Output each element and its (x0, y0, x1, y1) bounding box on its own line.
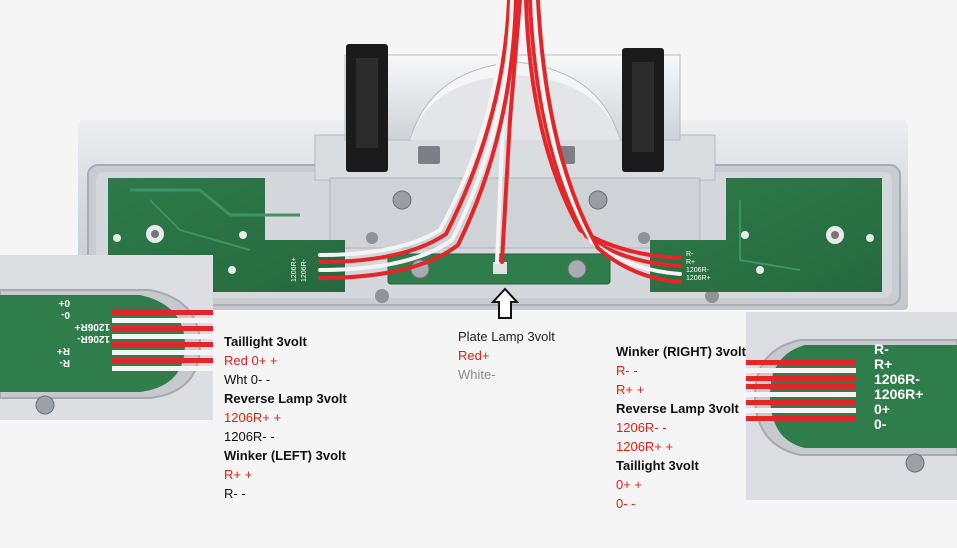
left-taillight-positive: Red 0+ + (224, 353, 278, 368)
plate-lamp-positive: Red+ (458, 348, 490, 363)
plate-lamp-negative: White- (458, 367, 496, 382)
right-pad-label: 1206R- (874, 371, 920, 387)
right-taillight-positive: 0+ + (616, 477, 643, 492)
right-reverse-title: Reverse Lamp 3volt (616, 401, 739, 416)
right-winker-negative: R- - (616, 363, 638, 378)
right-pad-label: R+ (874, 356, 892, 372)
up-arrow-icon (490, 287, 520, 319)
left-pad-label: 0- (61, 309, 70, 320)
left-inset-silkscreen: 0+ 0- 1206R+ 1206R- R+ R- (57, 297, 110, 368)
svg-text:1206R+: 1206R+ (686, 275, 711, 282)
left-winker-title: Winker (LEFT) 3volt (224, 448, 346, 463)
left-pad-label: R+ (57, 345, 70, 356)
right-pad-label: 0- (874, 416, 887, 432)
right-taillight-title: Taillight 3volt (616, 458, 699, 473)
left-pad-label: 1206R+ (75, 321, 110, 332)
left-zoom-inset (0, 255, 213, 420)
right-pcb-silkscreen: R- R+ 1206R- 1206R+ (686, 251, 711, 282)
svg-text:R+: R+ (686, 259, 695, 266)
svg-text:1206R+: 1206R+ (291, 257, 298, 282)
right-pad-label: 0+ (874, 401, 890, 417)
svg-text:R-: R- (686, 251, 694, 258)
right-reverse-positive: 1206R+ + (616, 439, 674, 454)
left-winker-positive: R+ + (224, 467, 253, 482)
right-zoom-inset (746, 312, 957, 500)
right-inset-silkscreen: R- R+ 1206R- 1206R+ 0+ 0- (874, 341, 923, 432)
left-reverse-negative: 1206R- - (224, 429, 275, 444)
left-pad-label: 0+ (58, 297, 70, 308)
left-winker-negative: R- - (224, 486, 246, 501)
left-taillight-title: Taillight 3volt (224, 334, 307, 349)
right-winker-title: Winker (RIGHT) 3volt (616, 344, 746, 359)
right-pcb (650, 178, 882, 292)
left-pad-label: R- (59, 357, 70, 368)
left-reverse-title: Reverse Lamp 3volt (224, 391, 347, 406)
wire-bundle (318, 0, 682, 284)
plate-lamp-title: Plate Lamp 3volt (458, 329, 555, 344)
left-taillight-negative: Wht 0- - (224, 372, 271, 387)
left-pad-label: 1206R- (77, 333, 110, 344)
right-pad-label: R- (874, 341, 889, 357)
svg-text:1206R-: 1206R- (686, 267, 710, 274)
right-taillight-negative: 0- - (616, 496, 636, 511)
svg-text:1206R-: 1206R- (301, 258, 308, 282)
right-pad-label: 1206R+ (874, 386, 923, 402)
right-reverse-negative: 1206R- - (616, 420, 667, 435)
left-reverse-positive: 1206R+ + (224, 410, 282, 425)
left-pcb-silkscreen: 1206R+ 1206R- (291, 257, 308, 282)
right-winker-positive: R+ + (616, 382, 645, 397)
